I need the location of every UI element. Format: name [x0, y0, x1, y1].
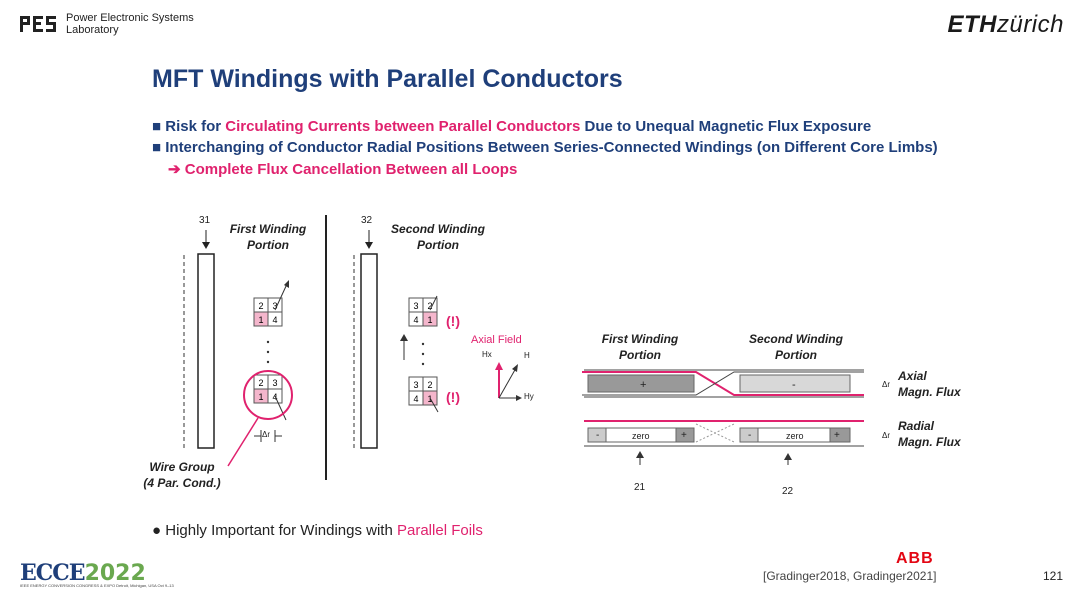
svg-text:4: 4 [272, 315, 277, 325]
bullet-1-pre: Risk for [165, 118, 226, 135]
wire-group-upper-second: 3 2 4 1 [408, 295, 438, 327]
eth-logo-rest: zürich [996, 11, 1064, 38]
svg-text:1: 1 [427, 315, 432, 325]
first-portion-label-right-line2: Portion [619, 348, 661, 362]
wire-group-lower-second: 3 2 4 1 [408, 376, 439, 413]
bullet-3: ➔ Complete Flux Cancellation Between all… [168, 160, 517, 178]
bullet-dot: ● [152, 522, 166, 539]
second-portion-label-right-line1: Second Winding [749, 332, 843, 346]
svg-text:4: 4 [413, 315, 418, 325]
dr-label-radial: Δr [882, 431, 891, 440]
lab-name-line2: Laboratory [66, 24, 119, 36]
second-portion-label-left: Second Winding Portion [385, 221, 491, 253]
wire-group-label-line2: (4 Par. Cond.) [143, 476, 221, 490]
ecce-logo-subtitle: IEEE ENERGY CONVERSION CONGRESS & EXPO D… [20, 583, 174, 588]
eth-logo: ETHzürich [947, 11, 1064, 39]
radial-zero-left: zero [632, 431, 650, 441]
radial-zero-right: zero [786, 431, 804, 441]
svg-text:3: 3 [272, 378, 277, 388]
bullet-2: ■ Interchanging of Conductor Radial Posi… [152, 139, 938, 156]
radial-minus-right: - [748, 430, 752, 441]
left-winding-figure: 2 3 1 4 2 3 1 4 3 2 4 1 [183, 215, 522, 480]
second-portion-label-right-line2: Portion [775, 348, 817, 362]
axial-plus-label: + [640, 379, 647, 391]
ref-32: 32 [361, 215, 373, 226]
first-portion-label-right-line1: First Winding [601, 332, 679, 346]
bullet-1: ■ Risk for Circulating Currents between … [152, 118, 871, 135]
lab-name: Power Electronic Systems Laboratory [66, 12, 194, 36]
arrow-right-icon: ➔ [168, 161, 185, 178]
first-portion-label-left: First Winding Portion [220, 221, 316, 253]
first-portion-label-right: First Winding Portion [590, 331, 690, 363]
axial-field-label: Axial Field [471, 334, 522, 346]
radial-flux-label-line2: Magn. Flux [898, 435, 961, 449]
svg-text:3: 3 [413, 301, 418, 311]
first-portion-label-left-line2: Portion [247, 238, 289, 252]
ref-31: 31 [199, 215, 211, 226]
axial-minus-label: - [792, 379, 796, 391]
ref-22: 22 [782, 486, 794, 497]
h-label: H [524, 351, 530, 360]
warning-upper: (!) [446, 313, 460, 329]
bottom-note-pre: Highly Important for Windings with [165, 522, 397, 539]
wire-group-lower-first: 2 3 1 4 [227, 370, 293, 467]
ref-21: 21 [634, 482, 646, 493]
ecce-logo-year: 2022 [84, 561, 146, 586]
dr-label-axial: Δr [882, 380, 891, 389]
radial-minus-left: - [596, 430, 600, 441]
hy-label: Hy [524, 392, 534, 401]
svg-text:3: 3 [413, 380, 418, 390]
svg-text:4: 4 [413, 394, 418, 404]
wire-group-upper-first: 2 3 1 4 [253, 280, 289, 327]
wire-group-label-line1: Wire Group [149, 460, 215, 474]
svg-text:1: 1 [258, 315, 263, 325]
axial-flux-label-line2: Magn. Flux [898, 385, 961, 399]
bottom-note: ● Highly Important for Windings with Par… [152, 522, 483, 539]
radial-flux-label: Radial Magn. Flux [898, 418, 961, 450]
radial-flux-label-line1: Radial [898, 419, 935, 433]
bullet-3-text: Complete Flux Cancellation Between all L… [184, 161, 518, 178]
second-portion-label-left-line2: Portion [417, 238, 459, 252]
right-flux-figure [582, 369, 864, 465]
bullet-1-highlight: Circulating Currents between Parallel Co… [225, 118, 581, 135]
svg-text:3: 3 [272, 301, 277, 311]
axial-flux-label: Axial Magn. Flux [898, 368, 961, 400]
second-portion-label-left-line1: Second Winding [391, 222, 485, 236]
bullet-1-post: Due to Unequal Magnetic Flux Exposure [580, 118, 872, 135]
ecce-logo: ECCE2022 IEEE ENERGY CONVERSION CONGRESS… [20, 560, 180, 590]
svg-text:2: 2 [427, 301, 432, 311]
bottom-note-highlight: Parallel Foils [397, 522, 483, 539]
svg-text:2: 2 [427, 380, 432, 390]
second-portion-label-right: Second Winding Portion [743, 331, 849, 363]
bullet-square: ■ [152, 118, 166, 135]
field-vector-icon [495, 362, 522, 401]
svg-text:1: 1 [258, 392, 263, 402]
radial-plus-left: + [681, 430, 687, 441]
wire-group-label: Wire Group (4 Par. Cond.) [132, 459, 232, 491]
pes-logo [20, 14, 58, 34]
bullet-2-text: Interchanging of Conductor Radial Positi… [165, 139, 938, 156]
svg-text:2: 2 [258, 378, 263, 388]
eth-logo-bold: ETH [947, 11, 997, 38]
ecce-logo-text: ECCE [20, 560, 86, 586]
page-number: 121 [1043, 569, 1064, 583]
warning-lower: (!) [446, 389, 460, 405]
axial-flux-label-line1: Axial [898, 369, 927, 383]
abb-logo: ABB [896, 550, 934, 567]
dr-label-left: Δr [262, 430, 271, 439]
bullet-square: ■ [152, 139, 166, 156]
citation: [Gradinger2018, Gradinger2021] [763, 569, 937, 583]
first-portion-label-left-line1: First Winding [229, 222, 307, 236]
radial-plus-right: + [834, 430, 840, 441]
lab-name-line1: Power Electronic Systems [66, 12, 194, 24]
page-title: MFT Windings with Parallel Conductors [152, 65, 623, 93]
hx-label: Hx [482, 350, 492, 359]
svg-text:2: 2 [258, 301, 263, 311]
